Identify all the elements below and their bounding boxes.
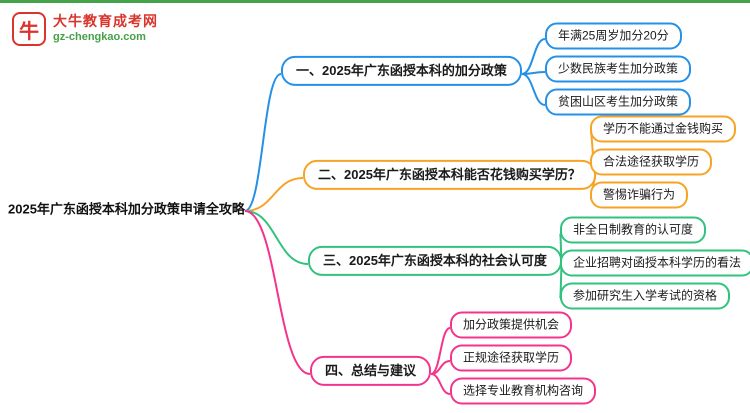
connector-line [521,38,546,75]
child-node: 正规途径获取学历 [450,344,573,372]
child-node: 选择专业教育机构咨询 [450,377,597,405]
site-logo: 牛 大牛教育成考网 gz-chengkao.com [12,12,158,46]
connector-line [244,177,304,212]
child-node: 加分政策提供机会 [450,311,573,339]
brand-name: 大牛教育成考网 [53,13,158,30]
branch-node-4: 四、总结与建议 [310,355,432,387]
connector-line [244,73,282,212]
child-node: 年满25周岁加分20分 [545,22,682,50]
connector-line [430,373,451,395]
child-node: 非全日制教育的认可度 [560,216,707,244]
child-node: 合法途径获取学历 [590,148,713,176]
child-node: 警惕诈骗行为 [590,181,689,209]
branch-node-2: 二、2025年广东函授本科能否花钱购买学历？ [303,159,596,191]
child-node: 贫困山区考生加分政策 [545,88,692,116]
bull-icon: 牛 [12,12,46,46]
child-node: 企业招聘对函授本科学历的看法 [560,249,750,277]
branch-node-1: 一、2025年广东函授本科的加分政策 [281,55,522,87]
root-topic: 2025年广东函授本科加分政策申请全攻略 [8,201,245,217]
child-node: 学历不能通过金钱购买 [590,115,737,143]
branch-node-3: 三、2025年广东函授本科的社会认可度 [308,245,562,277]
connector-line [244,210,309,265]
site-domain: gz-chengkao.com [53,30,146,43]
connector-line [244,210,311,375]
child-node: 参加研究生入学考试的资格 [560,282,731,310]
connector-line [521,73,546,106]
logo-text: 大牛教育成考网 gz-chengkao.com [53,13,158,44]
child-node: 少数民族考生加分政策 [545,55,692,83]
